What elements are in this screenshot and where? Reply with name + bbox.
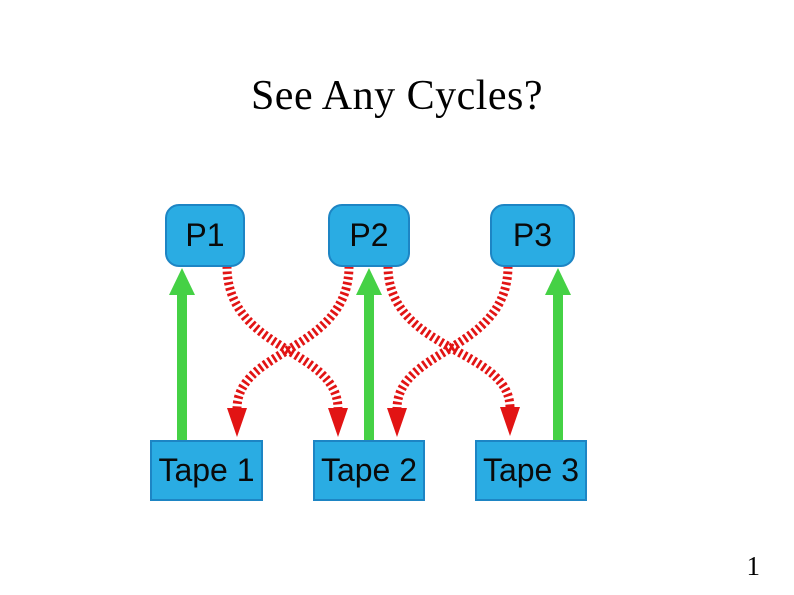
request-arrow-p1-tape2 bbox=[222, 265, 348, 437]
process-label: P2 bbox=[349, 217, 389, 253]
resource-label: Tape 3 bbox=[482, 452, 580, 488]
arrowhead-up-icon bbox=[169, 268, 195, 295]
page-number: 1 bbox=[746, 551, 761, 581]
allocation-arrow-tape2-p2 bbox=[356, 268, 382, 443]
request-arrow-p2-tape3 bbox=[383, 265, 520, 436]
resource-node-tape1: Tape 1 bbox=[150, 440, 263, 501]
resource-label: Tape 2 bbox=[320, 452, 418, 488]
allocation-arrow-tape3-p3 bbox=[545, 268, 571, 443]
process-node-p2: P2 bbox=[328, 204, 410, 267]
process-node-p3: P3 bbox=[490, 204, 575, 267]
process-label: P3 bbox=[512, 217, 553, 253]
arrowhead-down-icon bbox=[227, 408, 247, 437]
request-arrow-p2-tape1 bbox=[227, 265, 354, 437]
arrowhead-down-icon bbox=[387, 408, 407, 437]
arrowhead-down-icon bbox=[500, 407, 520, 436]
process-label: P1 bbox=[185, 217, 225, 253]
process-node-p1: P1 bbox=[165, 204, 245, 267]
arrowhead-up-icon bbox=[356, 268, 382, 295]
resource-node-tape3: Tape 3 bbox=[475, 440, 587, 501]
request-arrow-p3-tape2 bbox=[387, 265, 513, 437]
edge-curve bbox=[222, 265, 343, 410]
allocation-arrow-tape1-p1 bbox=[169, 268, 195, 443]
edge-curve bbox=[392, 265, 513, 410]
slide-title: See Any Cycles? bbox=[250, 73, 544, 119]
resource-label: Tape 1 bbox=[158, 452, 255, 488]
resource-node-tape2: Tape 2 bbox=[313, 440, 425, 501]
arrowhead-down-icon bbox=[328, 408, 348, 437]
arrowhead-up-icon bbox=[545, 268, 571, 295]
edge-curve bbox=[232, 265, 354, 410]
edge-curve bbox=[383, 265, 515, 409]
